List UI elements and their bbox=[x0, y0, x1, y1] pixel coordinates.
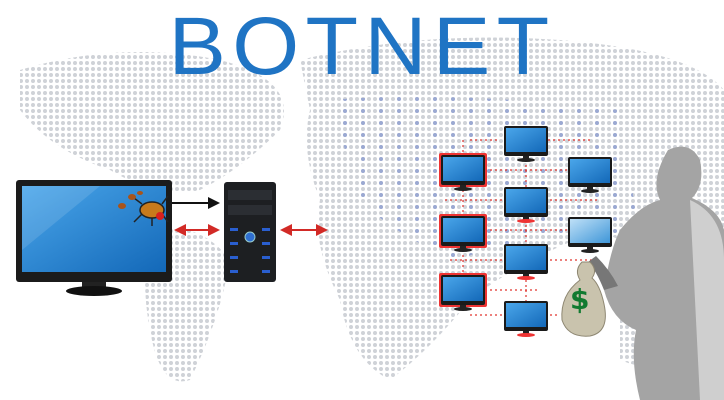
bot-monitor bbox=[439, 214, 487, 252]
infected-monitor bbox=[16, 180, 172, 296]
bot-monitor bbox=[504, 126, 548, 162]
bot-monitor bbox=[568, 217, 612, 253]
bot-monitors bbox=[439, 126, 612, 337]
server-tower bbox=[224, 182, 276, 282]
bug-icon bbox=[118, 191, 169, 226]
person-silhouette bbox=[588, 146, 724, 400]
bot-monitor bbox=[568, 157, 612, 193]
bot-monitor bbox=[504, 187, 548, 223]
money-symbol: $ bbox=[570, 283, 590, 316]
bot-monitor bbox=[439, 153, 487, 191]
bot-monitor bbox=[504, 244, 548, 280]
connection-arrows bbox=[172, 197, 328, 236]
page-title: BOTNET bbox=[168, 1, 556, 92]
bot-monitor bbox=[439, 273, 487, 311]
bot-monitor bbox=[504, 301, 548, 337]
money-bag bbox=[561, 261, 606, 337]
